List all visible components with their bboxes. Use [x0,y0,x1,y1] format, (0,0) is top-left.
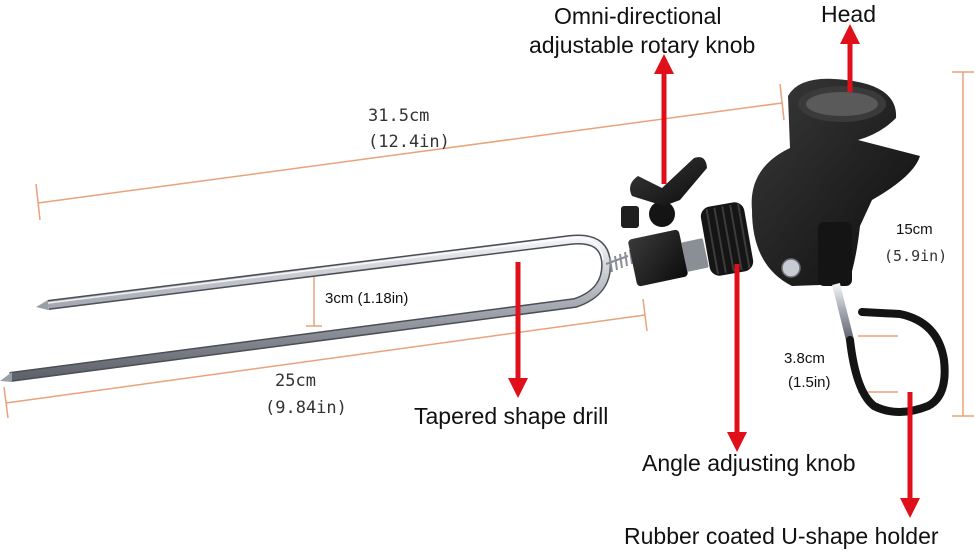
dim-total-length-cm: 31.5cm [368,106,429,126]
angle-knob [700,202,754,276]
rotary-knob-assembly [621,157,709,287]
callout-arrows [508,24,920,518]
fork-length-end-left [3,386,9,419]
head-clamp [751,78,920,286]
ball-joint [649,201,675,227]
fork-tip-lower [0,372,12,382]
head-body [751,78,920,286]
total-length-line [37,102,783,204]
dim-fork-length-in: (9.84in) [265,398,347,418]
fork-length-end-right [642,298,648,332]
joint-collar [681,238,709,272]
head-screw [781,258,801,278]
label-rotary-knob-line2: adjustable rotary knob [529,32,755,58]
rotary-knob-handle [630,157,707,206]
dim-height-cm: 15cm [896,221,933,238]
dim-total-length-in: (12.4in) [368,132,450,152]
holder-u [846,308,949,416]
fork-tip-upper [36,300,48,310]
total-length-end-right [779,83,785,121]
label-rotary-knob-line1: Omni-directional [554,3,721,29]
knob-grip [621,206,639,228]
dim-fork-gap: 3cm (1.18in) [325,290,408,307]
dim-holder-width-in: (1.5in) [788,374,831,391]
label-angle-knob: Angle adjusting knob [642,450,856,476]
head-cup-inner [806,92,878,116]
holder-post [832,283,854,341]
u-holder [832,283,949,416]
fork-highlight [47,236,604,304]
total-length-end-left [35,183,41,221]
fork-length-line [5,314,646,404]
dim-height-in: (5.9in) [884,247,947,265]
label-head: Head [821,1,876,27]
fork [0,234,633,382]
dim-holder-width-cm: 3.8cm [784,350,825,367]
dimension-lines [3,71,974,419]
head-stem [818,222,852,286]
joint-block [628,229,688,287]
fork-rod [9,235,610,381]
dim-fork-length-cm: 25cm [275,371,316,391]
callout-labels: Omni-directional adjustable rotary knob … [414,1,939,549]
dimension-labels: 31.5cm (12.4in) 15cm (5.9in) 3cm (1.18in… [265,106,947,418]
label-tapered-drill: Tapered shape drill [414,403,608,429]
label-u-holder: Rubber coated U-shape holder [624,523,939,549]
